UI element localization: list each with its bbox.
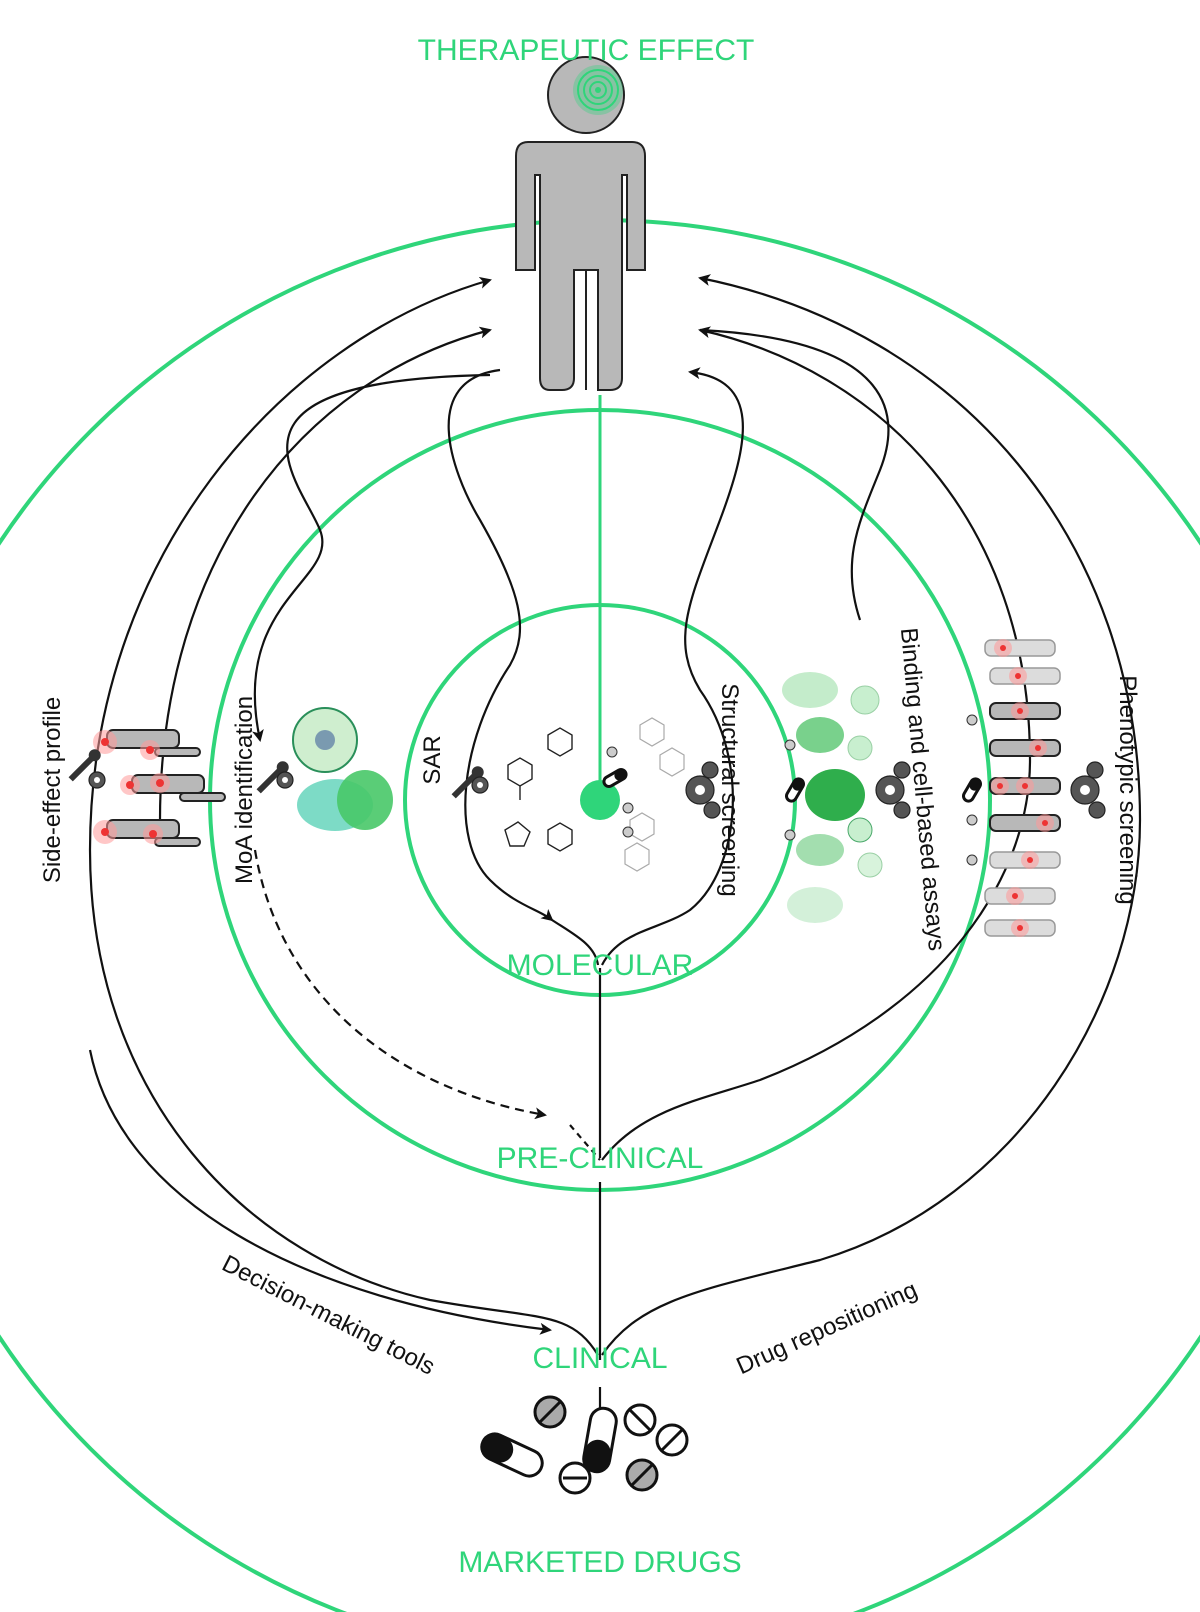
label-phenotypic-screening: Phenotypic screening <box>1114 675 1141 904</box>
tablet-icon <box>558 1461 592 1495</box>
pill-capsule-icon <box>602 768 628 788</box>
label-structural-screening: Structural screening <box>716 683 743 896</box>
label-decision-making-tools: Decision-making tools <box>218 1250 439 1381</box>
label-clinical: CLINICAL <box>532 1342 667 1375</box>
label-molecular: MOLECULAR <box>507 949 694 982</box>
flow-left-inner-top <box>158 326 492 821</box>
flow-moa <box>252 373 491 742</box>
gear-icon <box>685 761 721 819</box>
tablet-icon <box>784 739 796 751</box>
protein-structure-icon <box>297 770 393 831</box>
side-effect-humans <box>93 729 226 847</box>
label-drug-repositioning: Drug repositioning <box>732 1276 921 1380</box>
label-therapeutic-effect: THERAPEUTIC EFFECT <box>418 34 755 67</box>
tablet-icon <box>606 746 618 758</box>
marketed-drugs-icons <box>480 1395 689 1495</box>
label-moa-identification: MoA identification <box>231 696 258 884</box>
center-node <box>580 780 620 820</box>
tablet-icon <box>623 1403 657 1437</box>
pill-capsule-icon <box>582 1406 618 1474</box>
flow-phenotypic <box>601 274 1142 1356</box>
flow-side-effect <box>88 276 599 1356</box>
target-rings-icon <box>573 65 623 115</box>
flow-decision-tools <box>88 1049 552 1335</box>
tablet-icon <box>655 1423 689 1457</box>
tablet-icon <box>533 1395 567 1429</box>
tablet-icon <box>622 802 634 814</box>
tablet-icon <box>966 814 978 826</box>
tablet-icon <box>625 1458 659 1492</box>
phenotypic-humans <box>984 639 1061 937</box>
protein-structure-icon <box>782 672 883 923</box>
label-side-effect-profile: Side-effect profile <box>39 697 66 883</box>
label-marketed-drugs: MARKETED DRUGS <box>458 1546 741 1579</box>
molecule-icon <box>624 717 685 872</box>
pill-capsule-icon <box>480 1432 544 1478</box>
tablet-icon <box>966 714 978 726</box>
tablet-icon <box>966 854 978 866</box>
human-figure-icon <box>515 56 646 391</box>
label-pre-clinical: PRE-CLINICAL <box>497 1142 704 1175</box>
flow-structural <box>601 367 744 966</box>
gear-icon <box>1070 761 1106 819</box>
wrench-icon <box>68 749 101 782</box>
moa-dash-tail <box>569 1124 601 1161</box>
flow-sar <box>447 368 554 922</box>
tablet-icon <box>622 826 634 838</box>
tablet-icon <box>784 829 796 841</box>
gear-icon <box>276 771 294 789</box>
wrench-icon <box>256 761 289 794</box>
gear-icon <box>875 761 911 819</box>
gear-icon <box>88 771 106 789</box>
pill-capsule-icon <box>962 777 982 803</box>
flow-moa-dashed <box>253 849 547 1120</box>
gear-icon <box>471 776 489 794</box>
flow-binding-assays <box>601 326 1032 1161</box>
cell-icon <box>292 707 358 773</box>
flow-binding-wiggle <box>699 328 890 621</box>
wrench-icon <box>451 766 484 799</box>
pill-capsule-icon <box>785 777 805 803</box>
molecule-icon <box>504 727 573 852</box>
label-sar: SAR <box>419 735 446 784</box>
flow-sar-tail <box>551 919 600 966</box>
